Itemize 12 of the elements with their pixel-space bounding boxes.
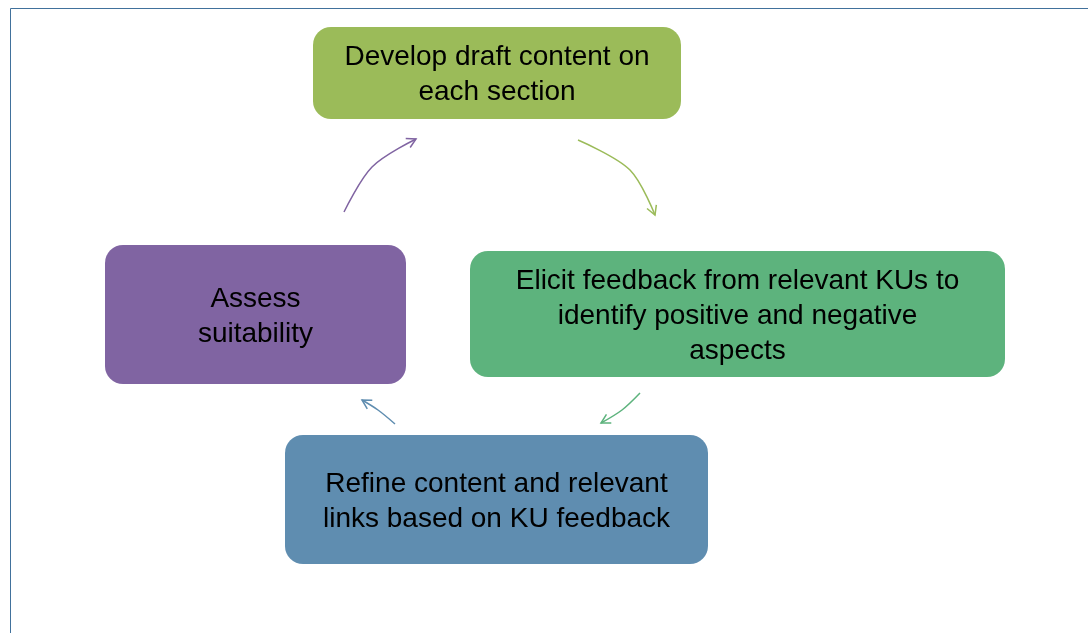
step-label: Elicit feedback from relevant KUs to identify positive and negative aspects (514, 262, 961, 367)
process-box (105, 245, 406, 384)
step-label: Refine content and relevant links based on KU feedback (321, 465, 672, 535)
arrow (361, 399, 396, 425)
process-box (313, 27, 681, 119)
arrow (600, 392, 641, 424)
arrow (343, 137, 417, 213)
process-box (470, 251, 1005, 377)
step-label: Develop draft content on each section (343, 39, 651, 108)
process-box (285, 435, 708, 564)
arrow (577, 139, 658, 216)
step-label: Assess suitability (196, 280, 315, 350)
